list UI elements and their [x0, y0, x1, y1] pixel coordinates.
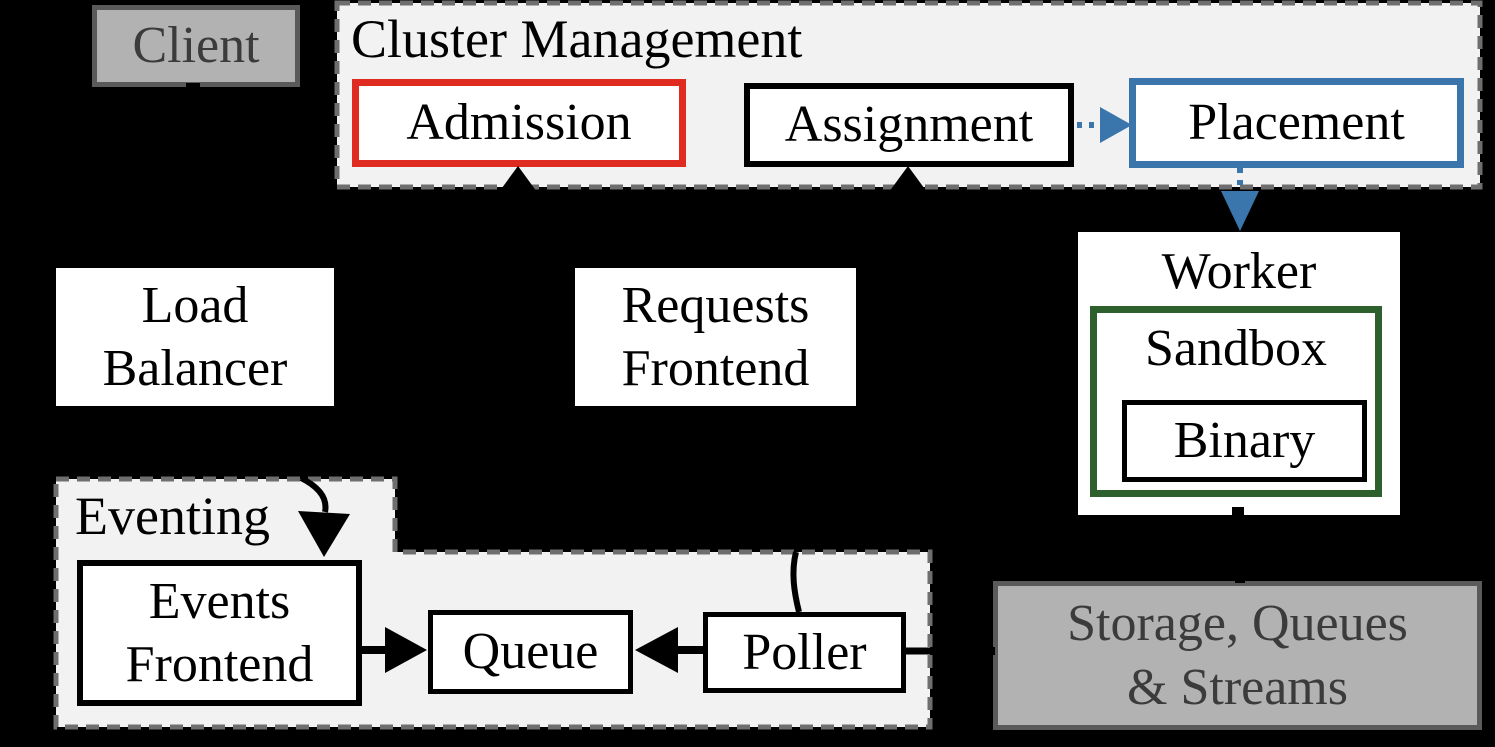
client-label: Client: [132, 17, 260, 75]
worker-label: Worker: [1161, 243, 1317, 300]
placement-box: Placement: [1129, 78, 1464, 168]
assignment-label: Assignment: [784, 96, 1034, 154]
binary-box: Binary: [1122, 400, 1367, 482]
storage-queues-streams-box: Storage, Queues & Streams: [993, 581, 1482, 730]
storage-queues-streams-label: Storage, Queues & Streams: [1067, 595, 1408, 716]
sandbox-box: Sandbox Binary: [1090, 306, 1382, 497]
load-balancer-label: Load Balancer: [102, 276, 288, 397]
queue-label: Queue: [462, 623, 599, 681]
placement-label: Placement: [1188, 94, 1405, 152]
admission-label: Admission: [406, 94, 632, 152]
requests-frontend-label: Requests Frontend: [621, 276, 810, 397]
events-frontend-label: Events Frontend: [125, 572, 314, 693]
worker-box: Worker Sandbox Binary: [1078, 232, 1400, 515]
events-frontend-box: Events Frontend: [77, 560, 362, 706]
load-balancer-box: Load Balancer: [56, 268, 334, 406]
poller-label: Poller: [742, 623, 867, 681]
eventing-label: Eventing: [75, 486, 270, 546]
binary-label: Binary: [1173, 412, 1316, 470]
client-box: Client: [92, 5, 300, 87]
assignment-box: Assignment: [744, 83, 1074, 167]
poller-box: Poller: [703, 612, 906, 693]
admission-box: Admission: [352, 79, 686, 167]
sandbox-label: Sandbox: [1145, 320, 1327, 377]
queue-box: Queue: [428, 610, 633, 694]
requests-frontend-box: Requests Frontend: [575, 268, 856, 406]
cluster-management-label: Cluster Management: [351, 9, 803, 69]
